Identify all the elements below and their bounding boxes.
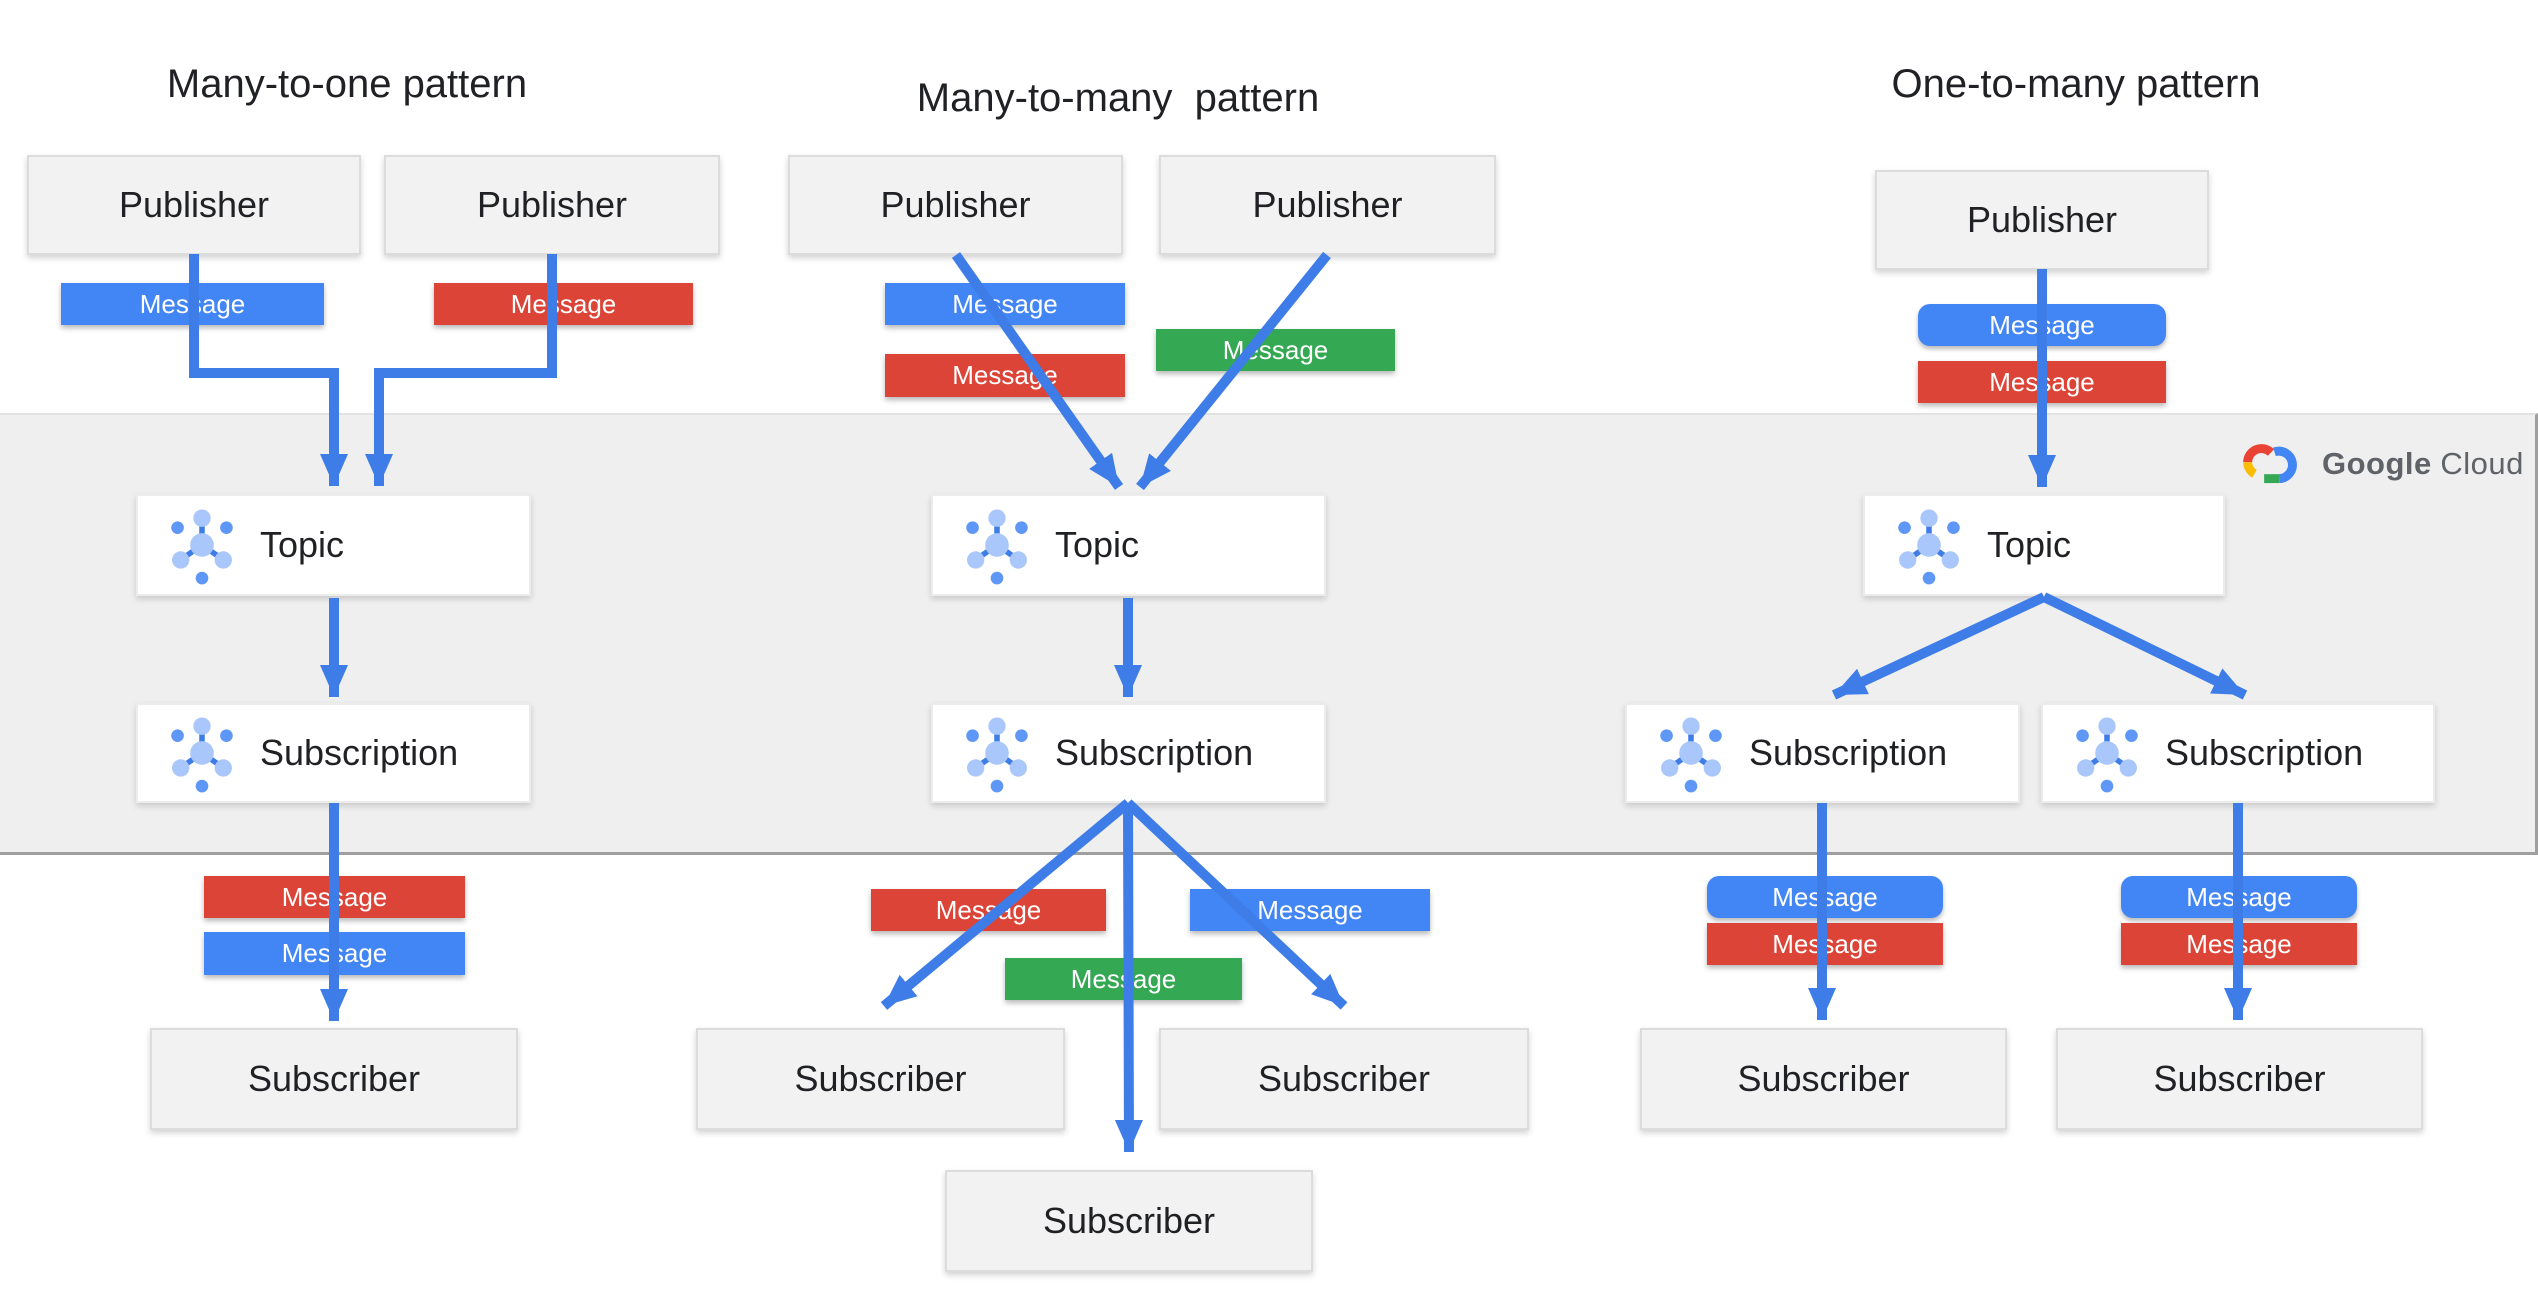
subscriber-label: Subscriber — [1257, 1058, 1431, 1099]
pubsub-subscription-icon — [171, 717, 233, 793]
subscriber-label: Subscriber — [2153, 1058, 2326, 1099]
topic-label: Topic — [1055, 524, 1140, 565]
google-cloud-icon — [2243, 444, 2297, 484]
google-cloud-logo: Google Cloud — [2238, 441, 2524, 486]
pattern-title-one-to-many: One-to-many pattern — [1891, 62, 2261, 106]
message-chip: Message — [434, 283, 693, 325]
publisher-box: Publisher — [788, 155, 1123, 255]
publisher-box: Publisher — [27, 155, 361, 255]
message-chip: Message — [1156, 329, 1395, 371]
message-chip: Message — [1190, 889, 1430, 931]
message-chip: Message — [204, 932, 465, 975]
subscription-label: Subscription — [1749, 732, 1948, 773]
message-chip: Message — [885, 354, 1125, 397]
pubsub-topic-icon — [966, 509, 1028, 585]
publisher-label: Publisher — [1966, 199, 2118, 240]
subscription-box: Subscription — [136, 703, 531, 803]
message-chip: Message — [2121, 876, 2357, 918]
pubsub-topic-icon — [171, 509, 233, 585]
pubsub-topic-icon — [1898, 509, 1960, 585]
subscriber-box: Subscriber — [150, 1028, 518, 1130]
message-chip: Message — [871, 889, 1106, 931]
cloud-text: Cloud — [2440, 445, 2524, 481]
message-chip: Message — [1005, 958, 1242, 1000]
message-chip: Message — [1707, 876, 1943, 918]
topic-box: Topic — [136, 494, 531, 596]
subscriber-box: Subscriber — [1159, 1028, 1529, 1130]
subscription-box: Subscription — [1625, 703, 2020, 803]
subscriber-box: Subscriber — [1640, 1028, 2007, 1130]
subscriber-label: Subscriber — [1042, 1200, 1216, 1241]
pubsub-subscription-icon — [1660, 717, 1722, 793]
message-chip: Message — [1918, 361, 2166, 403]
topic-box: Topic — [1863, 494, 2225, 596]
subscription-box: Subscription — [2041, 703, 2435, 803]
subscriber-box: Subscriber — [2056, 1028, 2423, 1130]
message-chip: Message — [1707, 923, 1943, 965]
publisher-box: Publisher — [1159, 155, 1496, 255]
publisher-label: Publisher — [118, 184, 270, 225]
subscriber-label: Subscriber — [1737, 1058, 1910, 1099]
subscription-label: Subscription — [260, 732, 459, 773]
subscription-label: Subscription — [2165, 732, 2364, 773]
topic-box: Topic — [931, 494, 1326, 596]
message-chip: Message — [2121, 923, 2357, 965]
subscription-box: Subscription — [931, 703, 1326, 803]
google-text: Google — [2322, 445, 2432, 481]
publisher-label: Publisher — [880, 184, 1031, 225]
publisher-box: Publisher — [1875, 170, 2209, 270]
topic-label: Topic — [1987, 524, 2072, 565]
subscriber-label: Subscriber — [247, 1058, 421, 1099]
message-chip: Message — [885, 283, 1125, 325]
message-chip: Message — [204, 876, 465, 918]
message-chip: Message — [61, 283, 324, 325]
subscriber-box: Subscriber — [696, 1028, 1065, 1130]
pubsub-subscription-icon — [966, 717, 1028, 793]
subscription-label: Subscription — [1055, 732, 1254, 773]
message-chip: Message — [1918, 304, 2166, 346]
publisher-label: Publisher — [476, 184, 628, 225]
topic-label: Topic — [260, 524, 345, 565]
publisher-box: Publisher — [384, 155, 720, 255]
google-cloud-wordmark: Google Cloud — [2322, 446, 2524, 482]
pubsub-subscription-icon — [2076, 717, 2138, 793]
subscriber-box: Subscriber — [945, 1170, 1313, 1272]
publisher-label: Publisher — [1252, 184, 1403, 225]
pattern-title-many-to-one: Many-to-one pattern — [166, 62, 528, 106]
pattern-title-many-to-many: Many-to-many pattern — [916, 76, 1320, 120]
subscriber-label: Subscriber — [794, 1058, 967, 1099]
